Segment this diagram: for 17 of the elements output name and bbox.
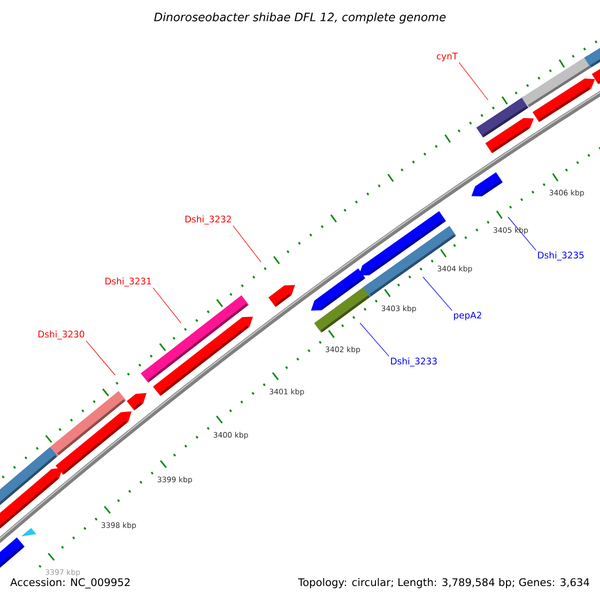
leader-line <box>152 287 182 324</box>
title: Dinoroseobacter shibae DFL 12, complete genome <box>154 12 446 24</box>
gene-label: Dshi_3231 <box>105 278 151 286</box>
leader-line <box>232 225 262 262</box>
gene-label: Dshi_3230 <box>38 330 84 340</box>
accession-text: Accession: NC_009952 <box>10 578 130 588</box>
genome-info-text: Topology: circular; Length: 3,789,584 bp; Genes: 3,634 <box>298 578 590 588</box>
gene-label: cynT <box>436 52 458 62</box>
leader-line <box>86 340 116 376</box>
gene-label: Dshi_3233 <box>391 358 437 366</box>
leader-line <box>508 216 536 251</box>
gene-label: pepA2 <box>454 312 482 320</box>
leader-line <box>422 276 452 311</box>
gene-label: Dshi_3235 <box>538 252 584 260</box>
leader-line <box>458 62 488 100</box>
leader-line <box>360 322 390 357</box>
gene-label: Dshi_3232 <box>185 216 231 224</box>
